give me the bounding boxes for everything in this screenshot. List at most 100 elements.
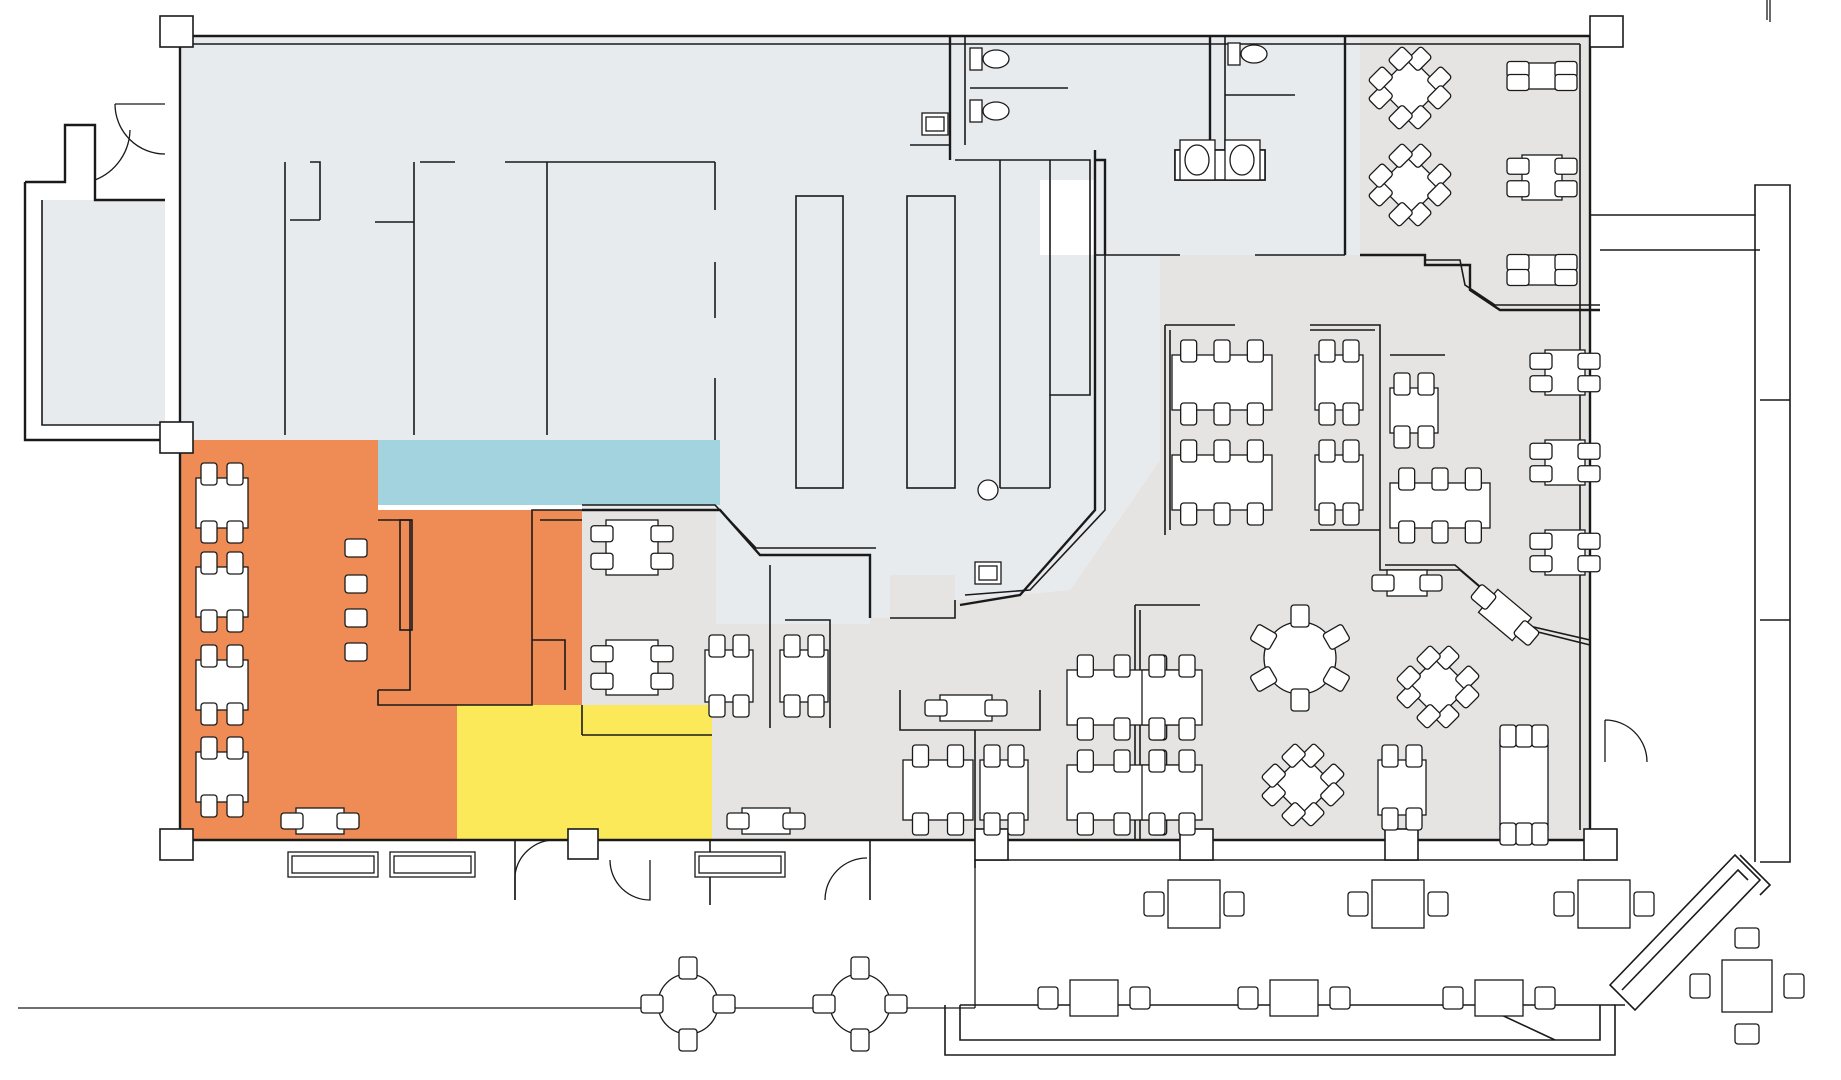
table-icon: [1405, 654, 1471, 720]
chair-icon: [1515, 724, 1533, 748]
chair-icon: [1554, 157, 1578, 175]
chair-icon: [1431, 467, 1449, 491]
table-icon: [1474, 979, 1524, 1017]
sink-icon: [921, 112, 1002, 585]
table-icon: [1069, 979, 1119, 1017]
chair-icon: [1246, 402, 1264, 426]
chair-icon: [1180, 439, 1198, 463]
table-icon: [939, 694, 993, 722]
chair-icon: [1342, 439, 1360, 463]
chair-icon: [1734, 1023, 1760, 1045]
chair-icon: [812, 994, 836, 1014]
chair-icon: [344, 642, 368, 662]
chair-icon: [1435, 645, 1460, 670]
chair-icon: [1464, 467, 1482, 491]
chair-icon: [1237, 986, 1259, 1010]
chair-icon: [1531, 724, 1549, 748]
chair-icon: [1427, 85, 1452, 110]
chair-icon: [1393, 372, 1411, 396]
chair-icon: [1506, 253, 1530, 272]
chair-icon: [1577, 532, 1601, 550]
table-icon: [1499, 739, 1549, 831]
zone-back-of-house: [180, 36, 1360, 624]
chair-icon: [1371, 574, 1395, 592]
table-icon: [704, 649, 754, 703]
chair-icon: [1290, 688, 1310, 712]
table-icon: [1377, 55, 1443, 121]
table-icon: [698, 855, 782, 874]
chair-icon: [226, 609, 244, 633]
chair-icon: [983, 812, 1001, 836]
chair-icon: [1342, 502, 1360, 526]
chair-icon: [1113, 717, 1131, 741]
chair-icon: [732, 634, 750, 658]
chair-icon: [1076, 812, 1094, 836]
chair-icon: [1407, 46, 1432, 71]
chair-icon: [1464, 520, 1482, 544]
chair-icon: [782, 812, 806, 830]
chair-icon: [1290, 604, 1310, 628]
chair-icon: [226, 736, 244, 760]
chair-icon: [1148, 717, 1166, 741]
table-icon: [605, 519, 659, 576]
chair-icon: [1734, 927, 1760, 949]
table-icon: [1377, 759, 1427, 816]
chair-icon: [884, 994, 908, 1014]
chair-icon: [650, 525, 674, 543]
chair-icon: [1148, 654, 1166, 678]
chair-icon: [1577, 352, 1601, 370]
chair-icon: [783, 634, 801, 658]
chair-icon: [1470, 584, 1497, 610]
chair-icon: [1246, 502, 1264, 526]
chair-icon: [650, 672, 674, 690]
chair-icon: [1143, 891, 1165, 917]
chair-icon: [1246, 339, 1264, 363]
chair-icon: [1250, 624, 1278, 650]
chair-icon: [1506, 157, 1530, 175]
chair-icon: [911, 744, 930, 768]
chair-icon: [1427, 66, 1452, 91]
table-icon: [902, 759, 974, 821]
chair-icon: [1300, 743, 1325, 768]
chair-icon: [590, 645, 614, 663]
chair-icon: [1577, 465, 1601, 483]
chair-icon: [1529, 375, 1553, 393]
chair-icon: [1381, 744, 1399, 768]
chair-icon: [1431, 520, 1449, 544]
chair-icon: [1417, 425, 1435, 449]
door-swing-icon: [94, 103, 1648, 901]
chair-icon: [1261, 763, 1286, 788]
chair-icon: [807, 694, 825, 718]
table-icon: [779, 649, 829, 703]
toilet-icon: [969, 42, 1268, 181]
chair-icon: [200, 462, 218, 486]
chair-icon: [1689, 973, 1711, 999]
chair-icon: [1347, 891, 1369, 917]
chair-icon: [1281, 743, 1306, 768]
chair-icon: [1398, 467, 1416, 491]
table-icon: [1270, 752, 1336, 818]
chair-icon: [200, 702, 218, 726]
chair-icon: [1499, 822, 1517, 846]
chair-icon: [1554, 73, 1578, 92]
chair-icon: [1113, 749, 1131, 773]
chair-icon: [1388, 202, 1413, 227]
chair-icon: [226, 551, 244, 575]
chair-icon: [1416, 645, 1441, 670]
chair-icon: [1320, 782, 1345, 807]
chair-icon: [1178, 717, 1196, 741]
chair-icon: [200, 609, 218, 633]
chair-icon: [1427, 182, 1452, 207]
table-icon: [1171, 454, 1273, 511]
chair-icon: [850, 1028, 870, 1052]
chair-icon: [650, 645, 674, 663]
chair-icon: [708, 634, 726, 658]
chair-icon: [640, 994, 664, 1014]
chair-icon: [1529, 465, 1553, 483]
chair-icon: [1180, 502, 1198, 526]
zone-kitchen-area: [180, 440, 582, 840]
chair-icon: [1531, 822, 1549, 846]
chair-icon: [1554, 253, 1578, 272]
zone-vestibule: [42, 200, 165, 425]
